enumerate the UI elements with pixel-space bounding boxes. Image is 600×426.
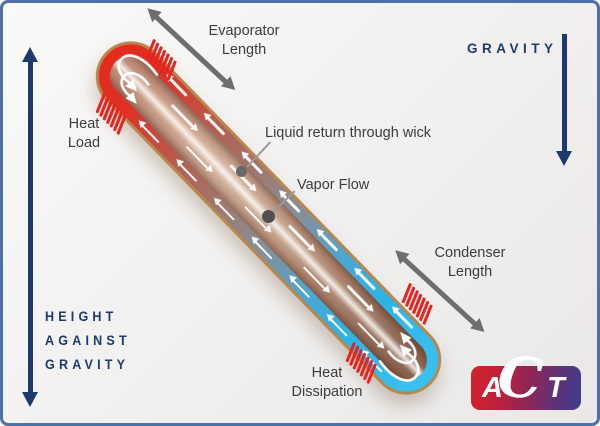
act-logo-letter-t: T xyxy=(547,372,565,404)
act-logo-letter-a: A xyxy=(482,372,503,404)
liquid-return-dot xyxy=(236,166,247,177)
heat-dissipation-label: Heat Dissipation xyxy=(291,365,363,400)
height-against-gravity-arrow xyxy=(22,47,37,407)
gravity-label: GRAVITY xyxy=(467,41,558,56)
heat-load-label: Heat Load xyxy=(67,116,101,151)
act-logo-letter-c: C xyxy=(494,342,546,414)
gravity-arrow xyxy=(556,34,571,166)
vapor-flow-label: Vapor Flow xyxy=(297,177,370,193)
condenser-uturn-arrows xyxy=(378,331,420,382)
heat-pipe xyxy=(81,26,456,410)
act-logo: A T C xyxy=(471,343,581,413)
evaporator-length-label: Evaporator Length xyxy=(208,23,280,58)
evaporator-uturn-arrows xyxy=(117,54,159,105)
condenser-length-label: Condenser Length xyxy=(434,245,506,280)
vapor-flow-dot xyxy=(262,210,275,223)
height-against-gravity-label: HEIGHT AGAINST GRAVITY xyxy=(45,309,131,372)
liquid-return-label: Liquid return through wick xyxy=(265,125,432,141)
